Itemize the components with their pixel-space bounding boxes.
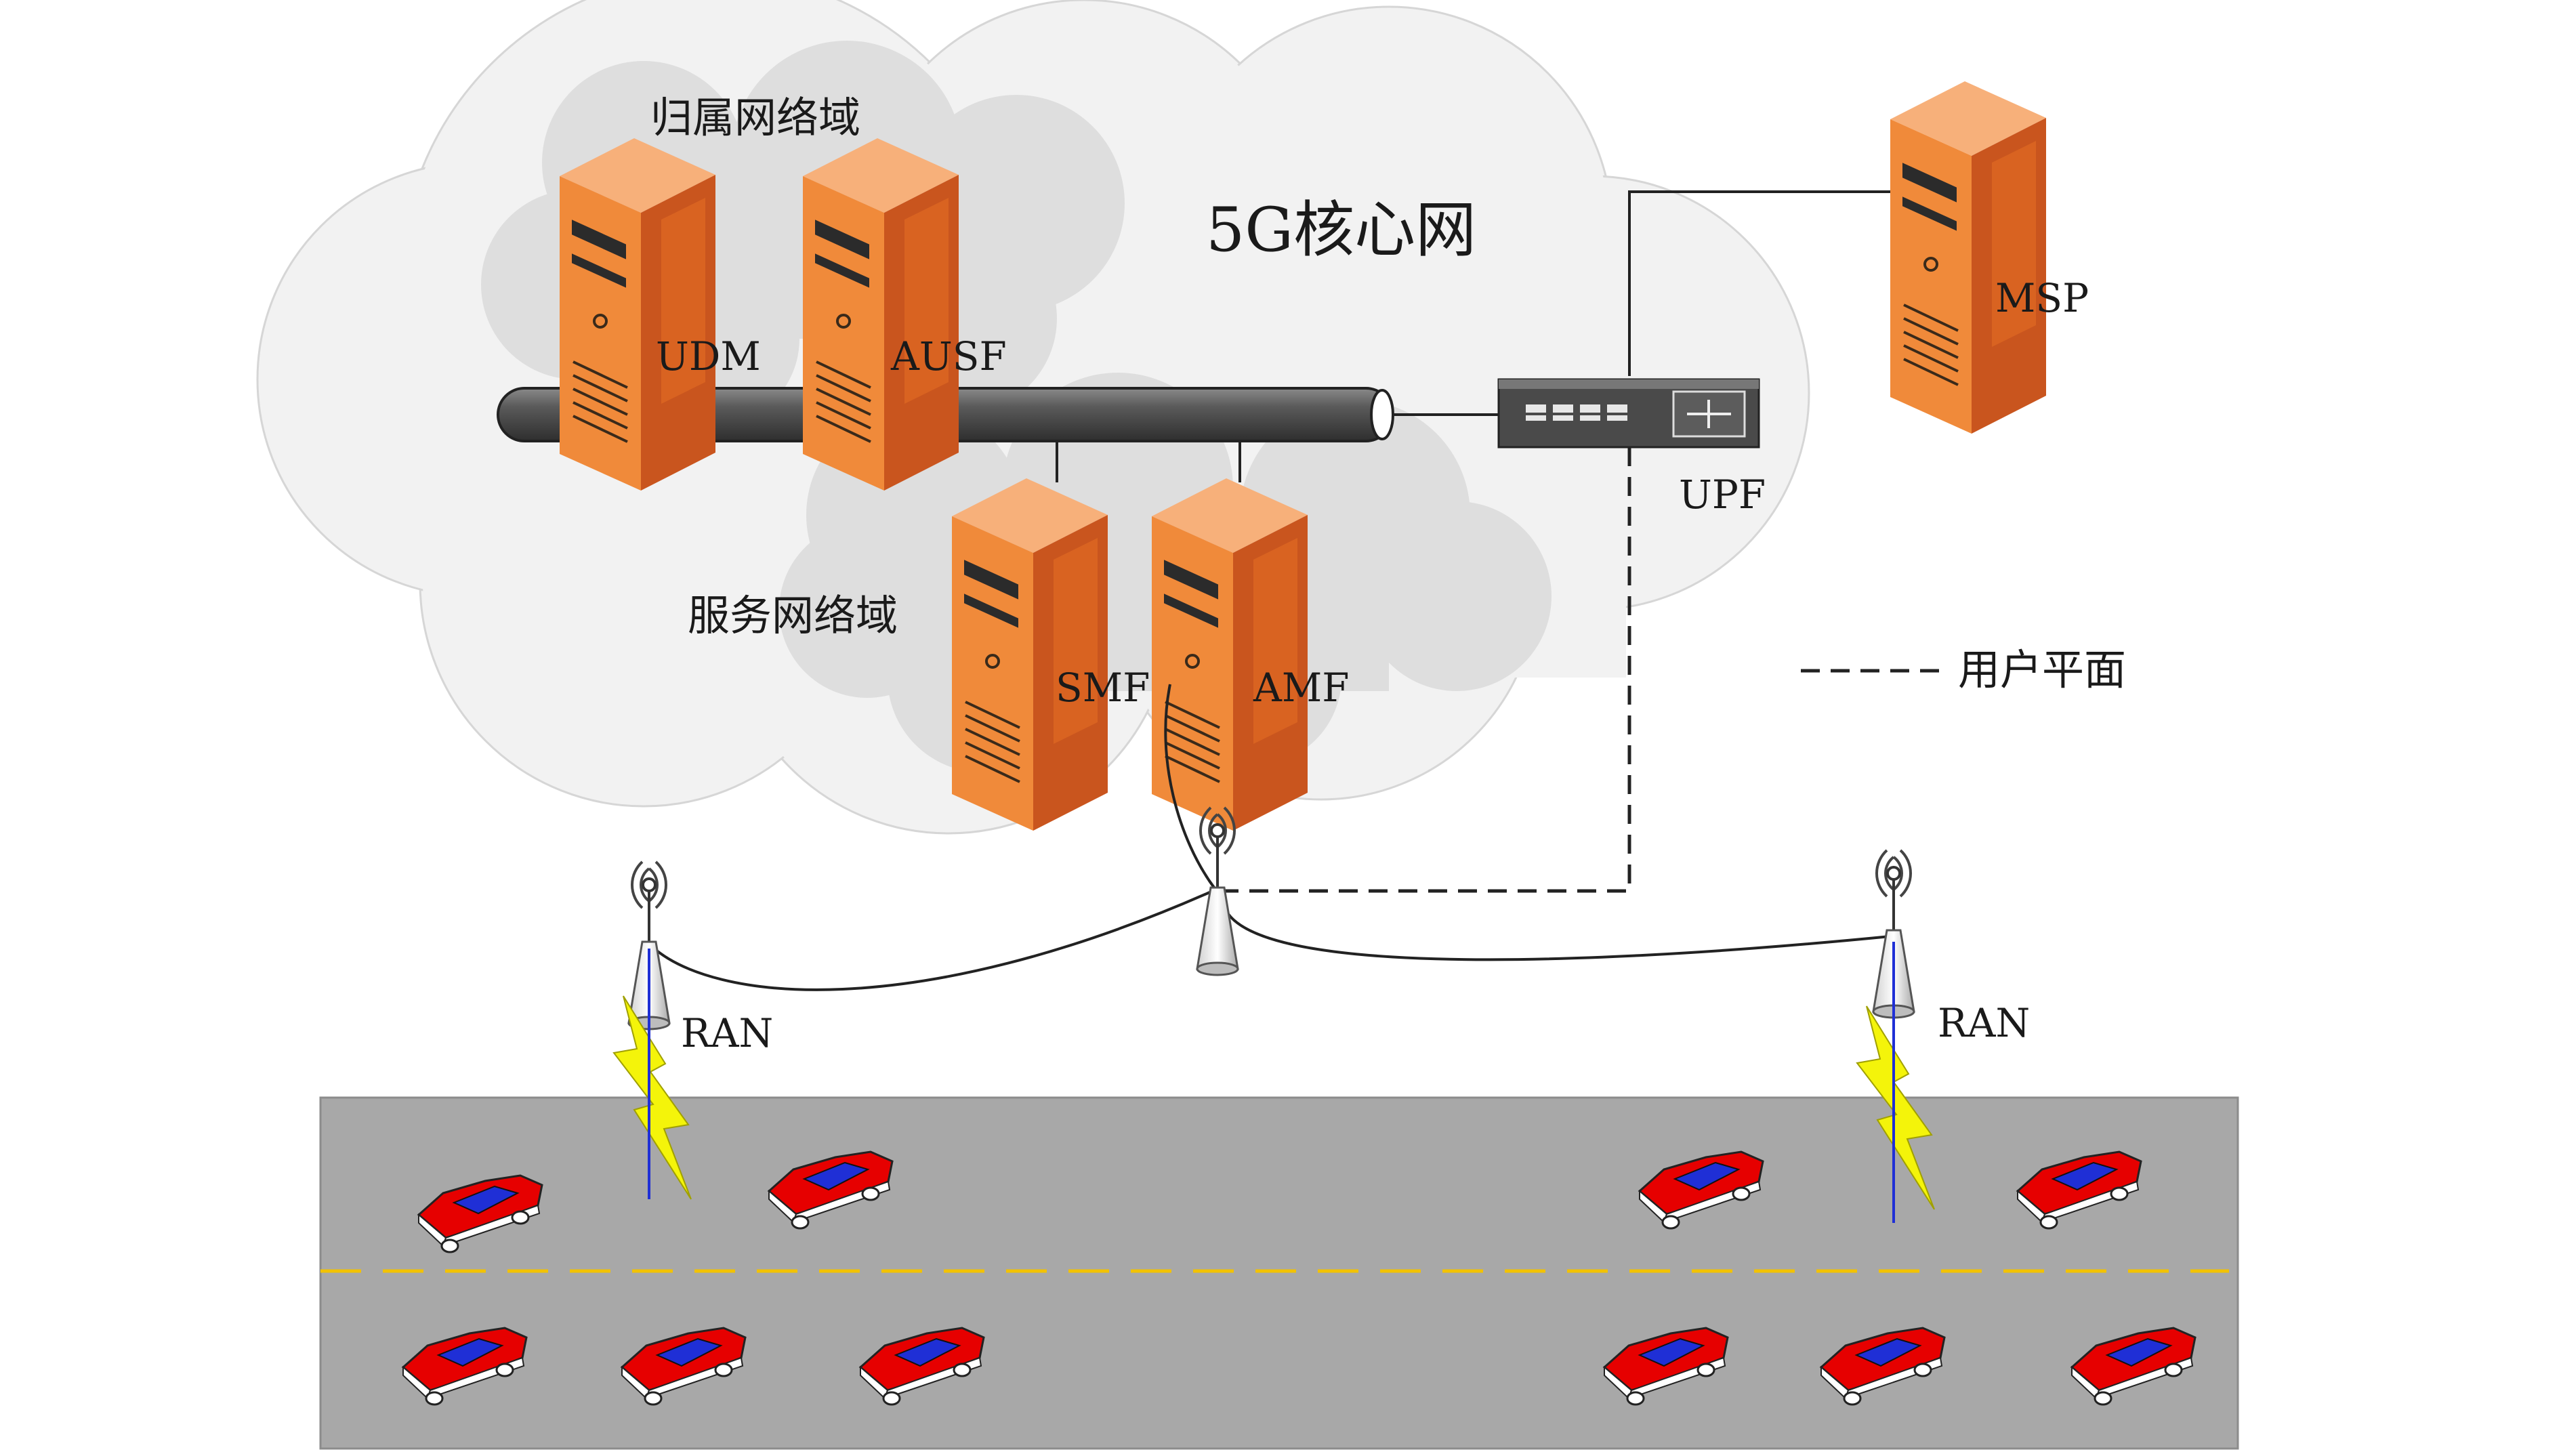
msp-label: MSP — [1995, 275, 2089, 321]
server-ausf: AUSF — [801, 137, 1007, 492]
server-icon — [1150, 477, 1309, 832]
user-plane-link — [1220, 447, 1631, 893]
amf-label: AMF — [1253, 665, 1350, 711]
lightning-left — [613, 949, 692, 1200]
ran-left-label: RAN — [681, 1010, 773, 1056]
core-network-title: 5G核心网 — [1206, 194, 1476, 266]
server-smf: SMF — [951, 477, 1150, 832]
tower-link-left — [649, 890, 1213, 991]
tower-ran-left: RAN — [627, 860, 773, 1056]
server-msp: MSP — [1889, 80, 2089, 435]
upf-switch: UPF — [1497, 378, 1766, 518]
server-icon — [558, 137, 717, 492]
legend: 用户平面 — [1801, 645, 2126, 694]
amf-tower-link — [1164, 684, 1215, 889]
home-domain-title: 归属网络域 — [650, 93, 860, 142]
server-icon — [1889, 80, 2047, 435]
server-icon — [951, 477, 1109, 832]
server-icon — [801, 137, 960, 492]
lightning-right — [1856, 942, 1935, 1223]
ausf-label: AUSF — [890, 333, 1007, 379]
tower-ran-right: RAN — [1872, 849, 2030, 1046]
udm-label: UDM — [656, 333, 761, 379]
upf-msp-link — [1628, 190, 1890, 376]
serving-domain-title: 服务网络域 — [688, 591, 898, 640]
upf-label: UPF — [1679, 472, 1766, 518]
ran-right-label: RAN — [1938, 1000, 2030, 1046]
legend-user-plane: 用户平面 — [1958, 645, 2126, 694]
smf-label: SMF — [1056, 665, 1150, 711]
server-udm: UDM — [558, 137, 761, 492]
tower-link-right — [1222, 900, 1891, 961]
road — [319, 1096, 2239, 1450]
server-amf: AMF — [1150, 477, 1350, 832]
